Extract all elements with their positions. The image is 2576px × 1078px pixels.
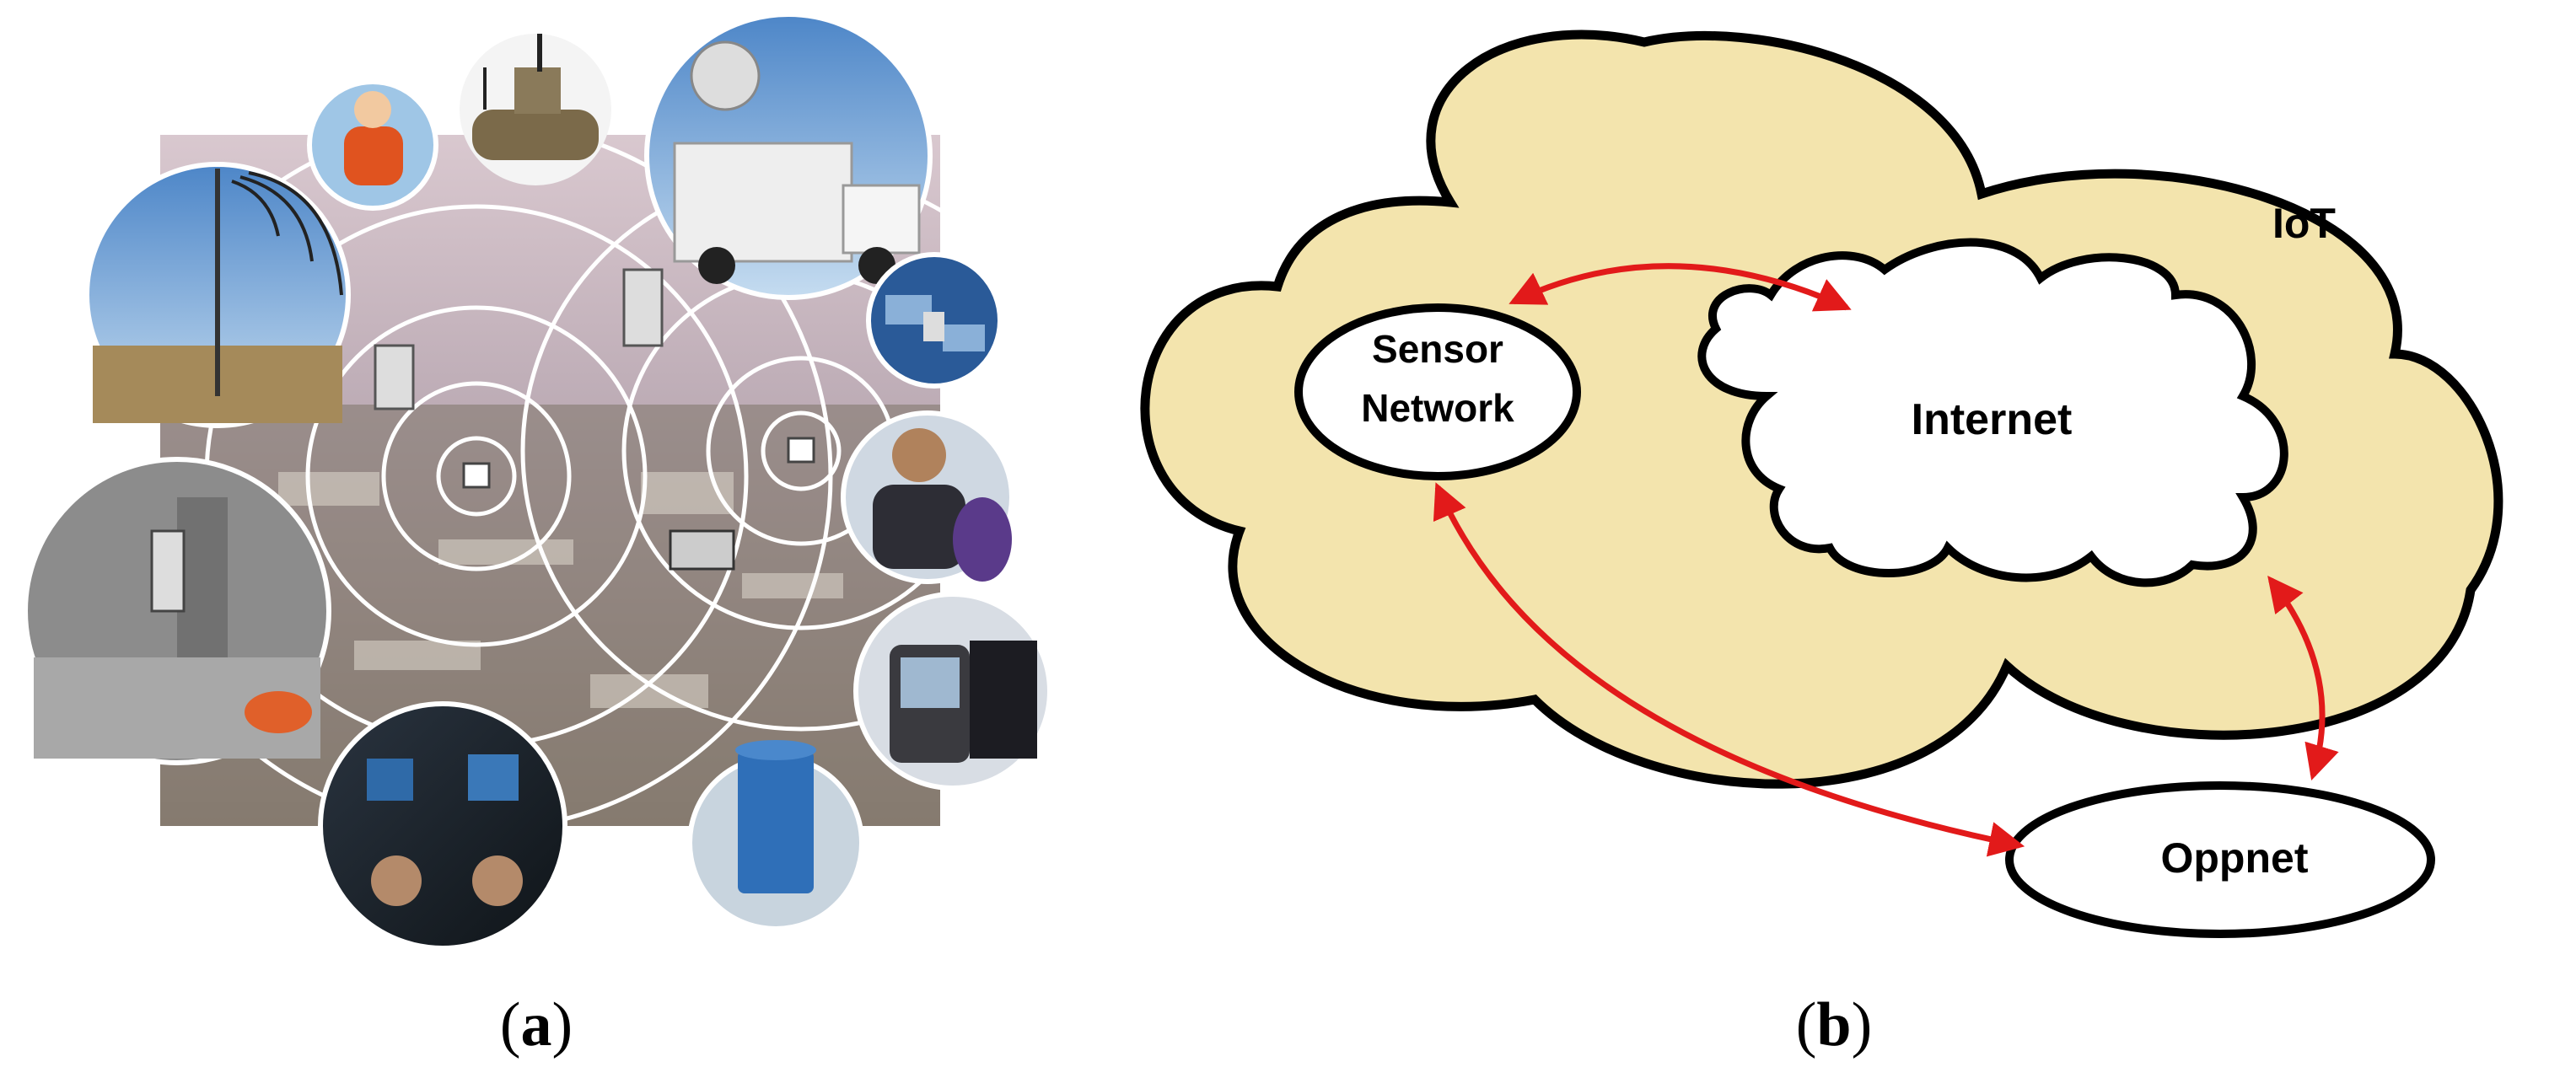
device-icons <box>374 268 815 571</box>
sensor-node-icon <box>462 462 491 489</box>
supercomputer-photo <box>687 740 864 931</box>
oppnet-label: Oppnet <box>2161 834 2309 882</box>
internet-label: Internet <box>1912 395 2073 444</box>
robot-vehicle-photo <box>460 34 611 185</box>
rubble-firefighters-photo <box>23 457 331 765</box>
sensor-node-icon <box>787 437 815 464</box>
connection-arrows <box>1433 263 2339 857</box>
internet-oppnet-arrow <box>2267 576 2339 781</box>
satellite-van-photo <box>644 12 933 300</box>
control-room-photo <box>318 701 567 951</box>
sensor-label-line1: Sensor <box>1372 327 1503 371</box>
iot-label: IoT <box>2272 200 2336 247</box>
satellite-photo <box>866 252 1003 389</box>
caption-b: (b) <box>1796 990 1872 1059</box>
sensor-label-line2: Network <box>1361 386 1514 430</box>
oppnet-node <box>2005 781 2435 938</box>
phone-device-icon <box>622 268 664 347</box>
sensor-network-node <box>1294 303 1581 480</box>
sensor-internet-arrow <box>1508 263 1852 312</box>
debris-texture <box>278 472 843 708</box>
handheld-pda-photo <box>853 592 1052 791</box>
laptop-device-icon <box>669 529 735 571</box>
caption-a: (a) <box>500 990 573 1059</box>
antenna-mast-photo <box>84 162 351 428</box>
worker-photo <box>307 79 438 211</box>
sensor-oppnet-arrow <box>1433 482 2025 857</box>
pda-device-icon <box>374 344 415 410</box>
panel-a-collage <box>23 12 1082 951</box>
panel-b-diagram: IoT Internet Sensor Network Oppnet <box>1140 29 2503 938</box>
laptop-user-photo <box>841 410 1014 584</box>
